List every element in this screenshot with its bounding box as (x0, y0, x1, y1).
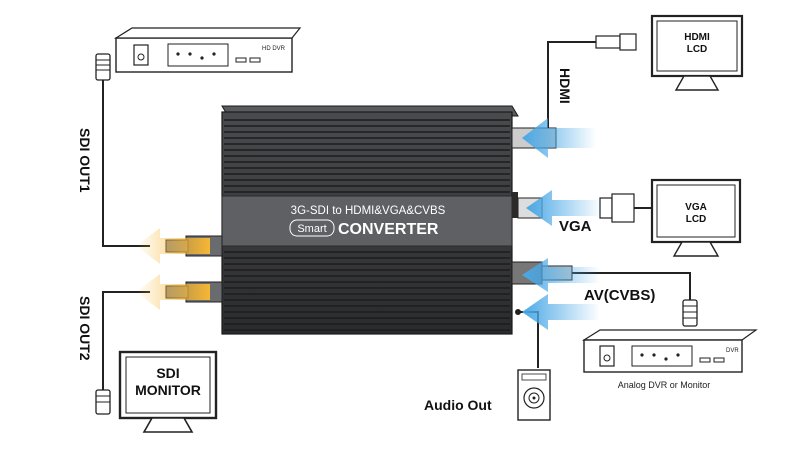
vga-lcd-device: VGA LCD (650, 178, 742, 257)
analog-dvr-device: DVR (581, 329, 758, 373)
converter-label-panel (221, 195, 513, 247)
vga-lcd-line1: VGA (685, 202, 707, 213)
av-arrow (522, 258, 600, 292)
analog-dvr-caption: Analog DVR or Monitor (618, 380, 711, 390)
hdmi-arrow (522, 118, 596, 158)
converter-brand: CONVERTER (338, 221, 439, 238)
hdmi-lcd-line1: HDMI (684, 32, 710, 43)
hdmi-lcd-line2: LCD (687, 44, 708, 55)
converter-badge: Smart (297, 223, 326, 235)
audio-arrow (522, 294, 600, 330)
sdi-out2-cable (95, 291, 150, 415)
sdi-monitor-device: SDI MONITOR (118, 350, 218, 433)
audio-out-label: Audio Out (424, 397, 492, 413)
hd-dvr-device: HD DVR (113, 27, 302, 73)
hdmi-lcd-device: HDMI LCD (650, 14, 744, 91)
hd-dvr-label: HD DVR (262, 46, 286, 52)
sdi-monitor-line1: SDI (156, 365, 179, 381)
converter-device: 3G-SDI to HDMI&VGA&CVBS Smart CONVERTER (221, 105, 519, 335)
sdi-out1-label: SDI OUT1 (77, 128, 93, 193)
av-label: AV(CVBS) (584, 287, 655, 304)
analog-dvr-label: DVR (726, 348, 739, 354)
vga-label: VGA (559, 218, 592, 235)
bnc-connector-icon (95, 53, 111, 81)
sdi-out2-arrow (136, 274, 210, 310)
hdmi-label: HDMI (557, 68, 573, 104)
hdmi-plug-icon (595, 33, 637, 51)
bnc-connector-icon (95, 389, 111, 415)
heatsink-ribs (224, 119, 510, 331)
vga-lcd-line2: LCD (686, 214, 707, 225)
sdi-out1-cable (95, 53, 150, 247)
sdi-out1-arrow (136, 228, 210, 264)
converter-title: 3G-SDI to HDMI&VGA&CVBS (291, 205, 446, 217)
vga-arrow (526, 190, 602, 226)
dvr-slot-icon (133, 44, 149, 66)
vga-plug-icon (599, 193, 635, 223)
sdi-out2-label: SDI OUT2 (77, 296, 93, 361)
bnc-connector-icon (682, 299, 698, 327)
sdi-monitor-line2: MONITOR (135, 382, 201, 398)
speaker-icon (517, 369, 551, 421)
vga-port (512, 192, 518, 218)
